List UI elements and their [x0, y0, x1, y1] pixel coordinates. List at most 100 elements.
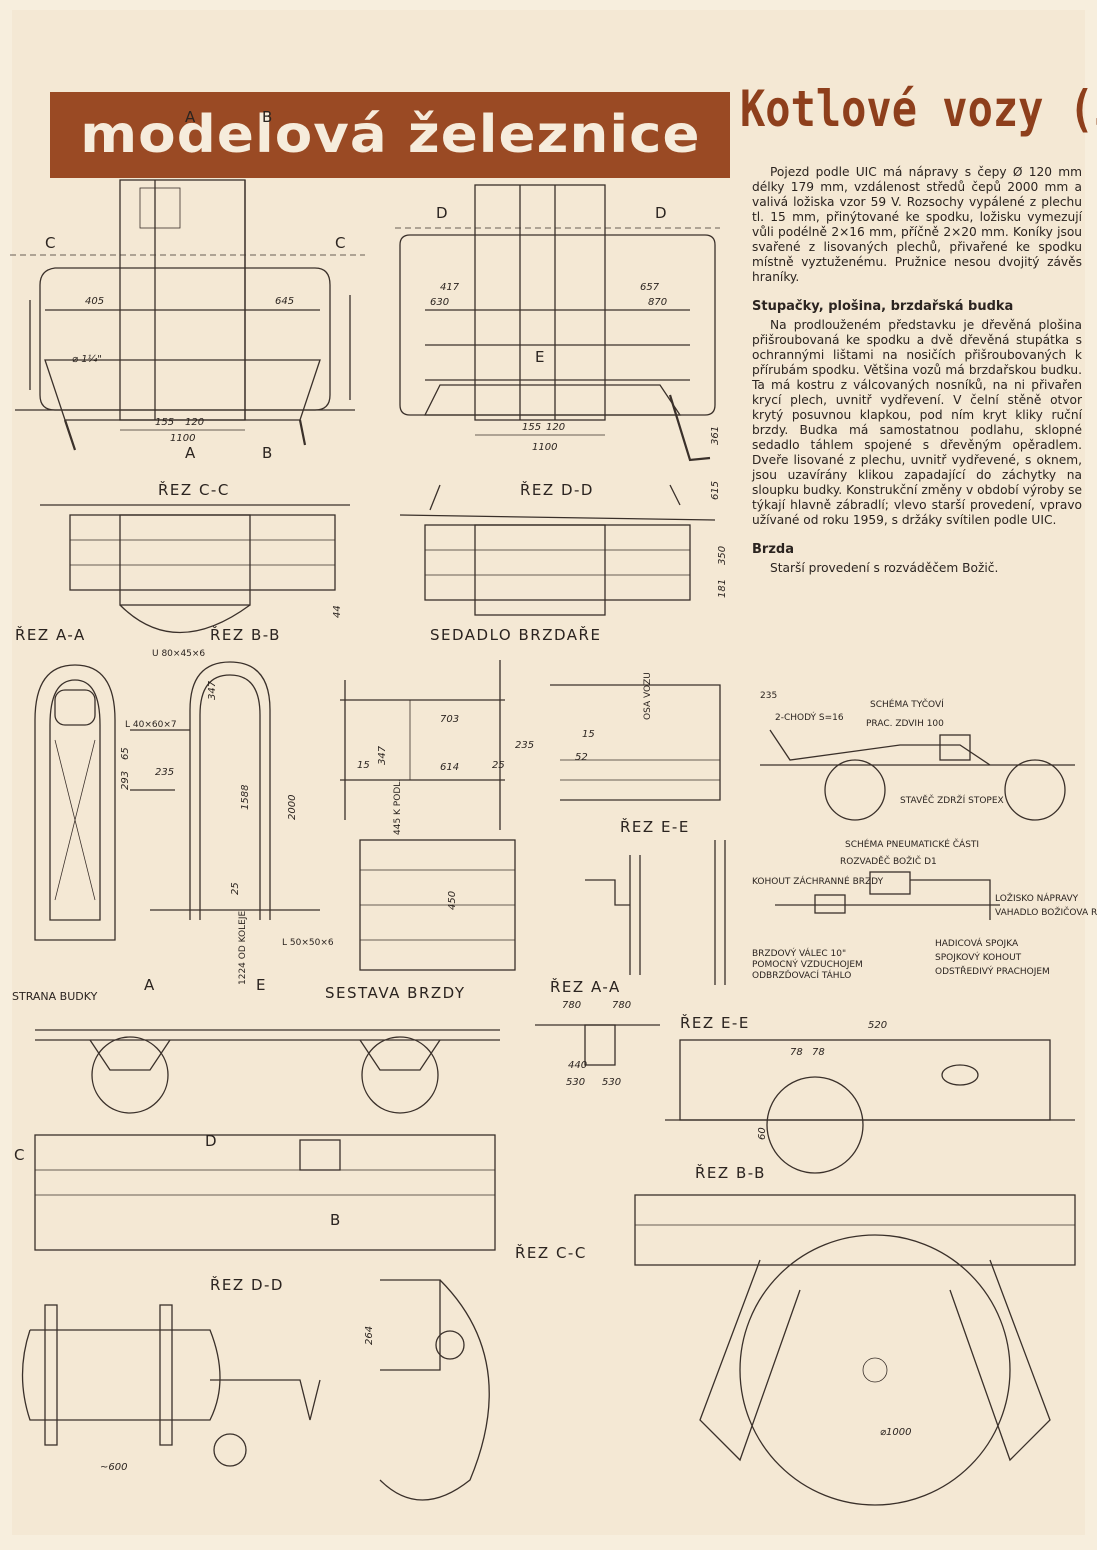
dim-52: 52: [575, 752, 588, 763]
section-letter-c-left: C: [45, 234, 57, 252]
banner-text: modelová železnice: [79, 105, 701, 165]
dim-78b: 78: [812, 1047, 825, 1058]
section-letter-b-plan: B: [330, 1211, 342, 1229]
section-letter-a-top: A: [185, 108, 197, 126]
drawing-brake-assembly: STRANA BUDKY SESTAVA BRZDY A E C D B: [12, 976, 500, 1251]
dim-780a: 780: [562, 1000, 581, 1011]
label-strana-budky: STRANA BUDKY: [12, 990, 98, 1003]
label-l-profile-1: L 40×60×7: [125, 720, 177, 730]
dim-417: 417: [440, 282, 460, 293]
label-rez-ee-large: ŘEZ E-E: [680, 1013, 750, 1032]
drawing-end-view-left: C C A B A B 405 645 ⌀ 1¼" 155 120 1100: [10, 108, 365, 462]
dim-630: 630: [430, 297, 449, 308]
label-k-podl: 445 K PODL.: [393, 779, 403, 835]
dim-15: 15: [357, 760, 370, 771]
label-brzdovy-valec: BRZDOVÝ VÁLEC 10": [752, 947, 846, 959]
section-letter-a-bottom: A: [185, 444, 197, 462]
dim-600: ~600: [100, 1462, 127, 1473]
magazine-page: [12, 10, 1085, 1535]
label-odbrzdovaci: ODBRZĎOVACÍ TÁHLO: [752, 969, 851, 981]
label-rez-dd-bottom: ŘEZ D-D: [210, 1275, 284, 1294]
dim-120b: 120: [546, 422, 565, 433]
dim-264: 264: [364, 1326, 375, 1345]
label-osa-vozu: OSA VOZU: [643, 672, 653, 720]
label-lozisko: LOŽISKO NÁPRAVY: [995, 892, 1079, 904]
section-letter-c-plan: C: [14, 1146, 26, 1164]
label-prac-zdvih: PRAC. ZDVIH 100: [866, 719, 944, 729]
dim-614: 614: [440, 762, 459, 773]
label-vahadlo: VAHADLO BOŽIČOVA ROZVADĚČE: [995, 906, 1097, 918]
drawing-rez-ee-large: ŘEZ E-E 520 78 78 60: [665, 1013, 1075, 1174]
article-text: Pojezd podle UIC má nápravy s čepy Ø 120…: [752, 165, 1082, 576]
dim-15-b: 15: [582, 729, 595, 740]
dim-1588: 1588: [240, 785, 251, 810]
label-rez-cc: ŘEZ C-C: [158, 480, 230, 499]
label-schema-pneu: SCHÉMA PNEUMATICKÉ ČÁSTI: [845, 838, 979, 850]
dim-450: 450: [447, 891, 458, 910]
drawing-rez-ee-small: 15 52 OSA VOZU ŘEZ E-E: [550, 672, 726, 985]
label-2-chody: 2-CHODÝ S=16: [775, 711, 844, 723]
drawing-cabin-sections: ŘEZ A-A ŘEZ B-B U 80×45×6 L 40×60×7 L 50…: [15, 625, 334, 985]
dim-65: 65: [120, 747, 131, 760]
label-rez-ee-small: ŘEZ E-E: [620, 817, 690, 836]
section-letter-d-plan: D: [205, 1132, 218, 1150]
dim-530b: 530: [602, 1077, 621, 1088]
dim-657: 657: [640, 282, 660, 293]
dim-25: 25: [492, 760, 505, 771]
paragraph-1: Pojezd podle UIC má nápravy s čepy Ø 120…: [752, 165, 1082, 284]
label-sedadlo: SEDADLO BRZDAŘE: [430, 625, 601, 644]
section-letter-a-sestava: A: [144, 976, 156, 994]
dim-520: 520: [868, 1020, 887, 1031]
heading-stupacky: Stupačky, plošina, brzdařská budka: [752, 299, 1014, 314]
dim-350: 350: [717, 546, 728, 565]
dim-155: 155: [155, 417, 174, 428]
label-rez-bb-large: ŘEZ B-B: [695, 1163, 766, 1182]
drawing-brake-schematics: SCHÉMA TYČOVÍ 2-CHODÝ S=16 PRAC. ZDVIH 1…: [752, 691, 1097, 981]
label-hadicova: HADICOVÁ SPOJKA: [935, 937, 1019, 949]
dim-645: 645: [275, 296, 294, 307]
dim-60: 60: [757, 1127, 768, 1140]
paragraph-2: Na prodlouženém představku je dřevěná pl…: [752, 318, 1082, 527]
drawing-rez-aa-small: ŘEZ A-A 780 780 440 530 530: [535, 977, 660, 1088]
drawing-rez-bb-large: ŘEZ B-B ⌀1000: [634, 1163, 1076, 1506]
label-u-profile: U 80×45×6: [152, 649, 205, 659]
drawing-end-view-right: D D E 417 630 657 870 155 120 1100 361 6…: [395, 184, 721, 500]
dim-347-seat: 347: [377, 745, 388, 765]
label-pomocny: POMOCNÝ VZDUCHOJEM: [752, 958, 863, 970]
dim-78a: 78: [790, 1047, 803, 1058]
label-sestava-brzdy: SESTAVA BRZDY: [325, 984, 466, 1002]
dim-780b: 780: [612, 1000, 631, 1011]
label-ko-koleji: 1224 OD KOLEJE: [238, 911, 248, 985]
section-letter-e: E: [535, 348, 546, 366]
dim-530a: 530: [566, 1077, 585, 1088]
dim-347: 347: [207, 680, 218, 700]
section-letter-d-left: D: [436, 204, 449, 222]
label-schema-tycovi: SCHÉMA TYČOVÍ: [870, 698, 944, 710]
label-odstredivy: ODSTŘEDIVÝ PRACHOJEM: [935, 965, 1050, 977]
drawing-brakeman-seat: SEDADLO BRZDAŘE 703 347 614 15 25 235 44…: [340, 625, 601, 971]
dim-361: 361: [710, 426, 721, 445]
section-letter-c-right: C: [335, 234, 347, 252]
dim-1000: ⌀1000: [880, 1427, 911, 1438]
label-rez-aa: ŘEZ A-A: [15, 625, 86, 644]
label-rez-cc-bottom: ŘEZ C-C: [515, 1243, 587, 1262]
section-letter-d-right: D: [655, 204, 668, 222]
label-rez-aa-small: ŘEZ A-A: [550, 977, 621, 996]
dim-1100: 1100: [170, 433, 195, 444]
label-stavec: STAVĚČ ZDRŽÍ STOPEX: [900, 794, 1004, 806]
heading-brzda: Brzda: [752, 542, 794, 557]
label-kohout: KOHOUT ZÁCHRANNÉ BRZDY: [752, 875, 884, 887]
dim-2000: 2000: [287, 795, 298, 820]
label-rez-bb: ŘEZ B-B: [210, 625, 281, 644]
dim-405: 405: [85, 296, 104, 307]
section-letter-b-bottom: B: [262, 444, 274, 462]
dim-235-schema: 235: [760, 691, 777, 701]
dim-703: 703: [440, 714, 459, 725]
dim-235b: 235: [155, 767, 174, 778]
dim-293: 293: [120, 771, 131, 790]
dim-phi: ⌀ 1¼": [72, 353, 102, 365]
label-rozvadec: ROZVADĚČ BOŽIČ D1: [840, 855, 937, 867]
section-letter-e-sestava: E: [256, 976, 267, 994]
label-rez-dd: ŘEZ D-D: [520, 480, 594, 499]
